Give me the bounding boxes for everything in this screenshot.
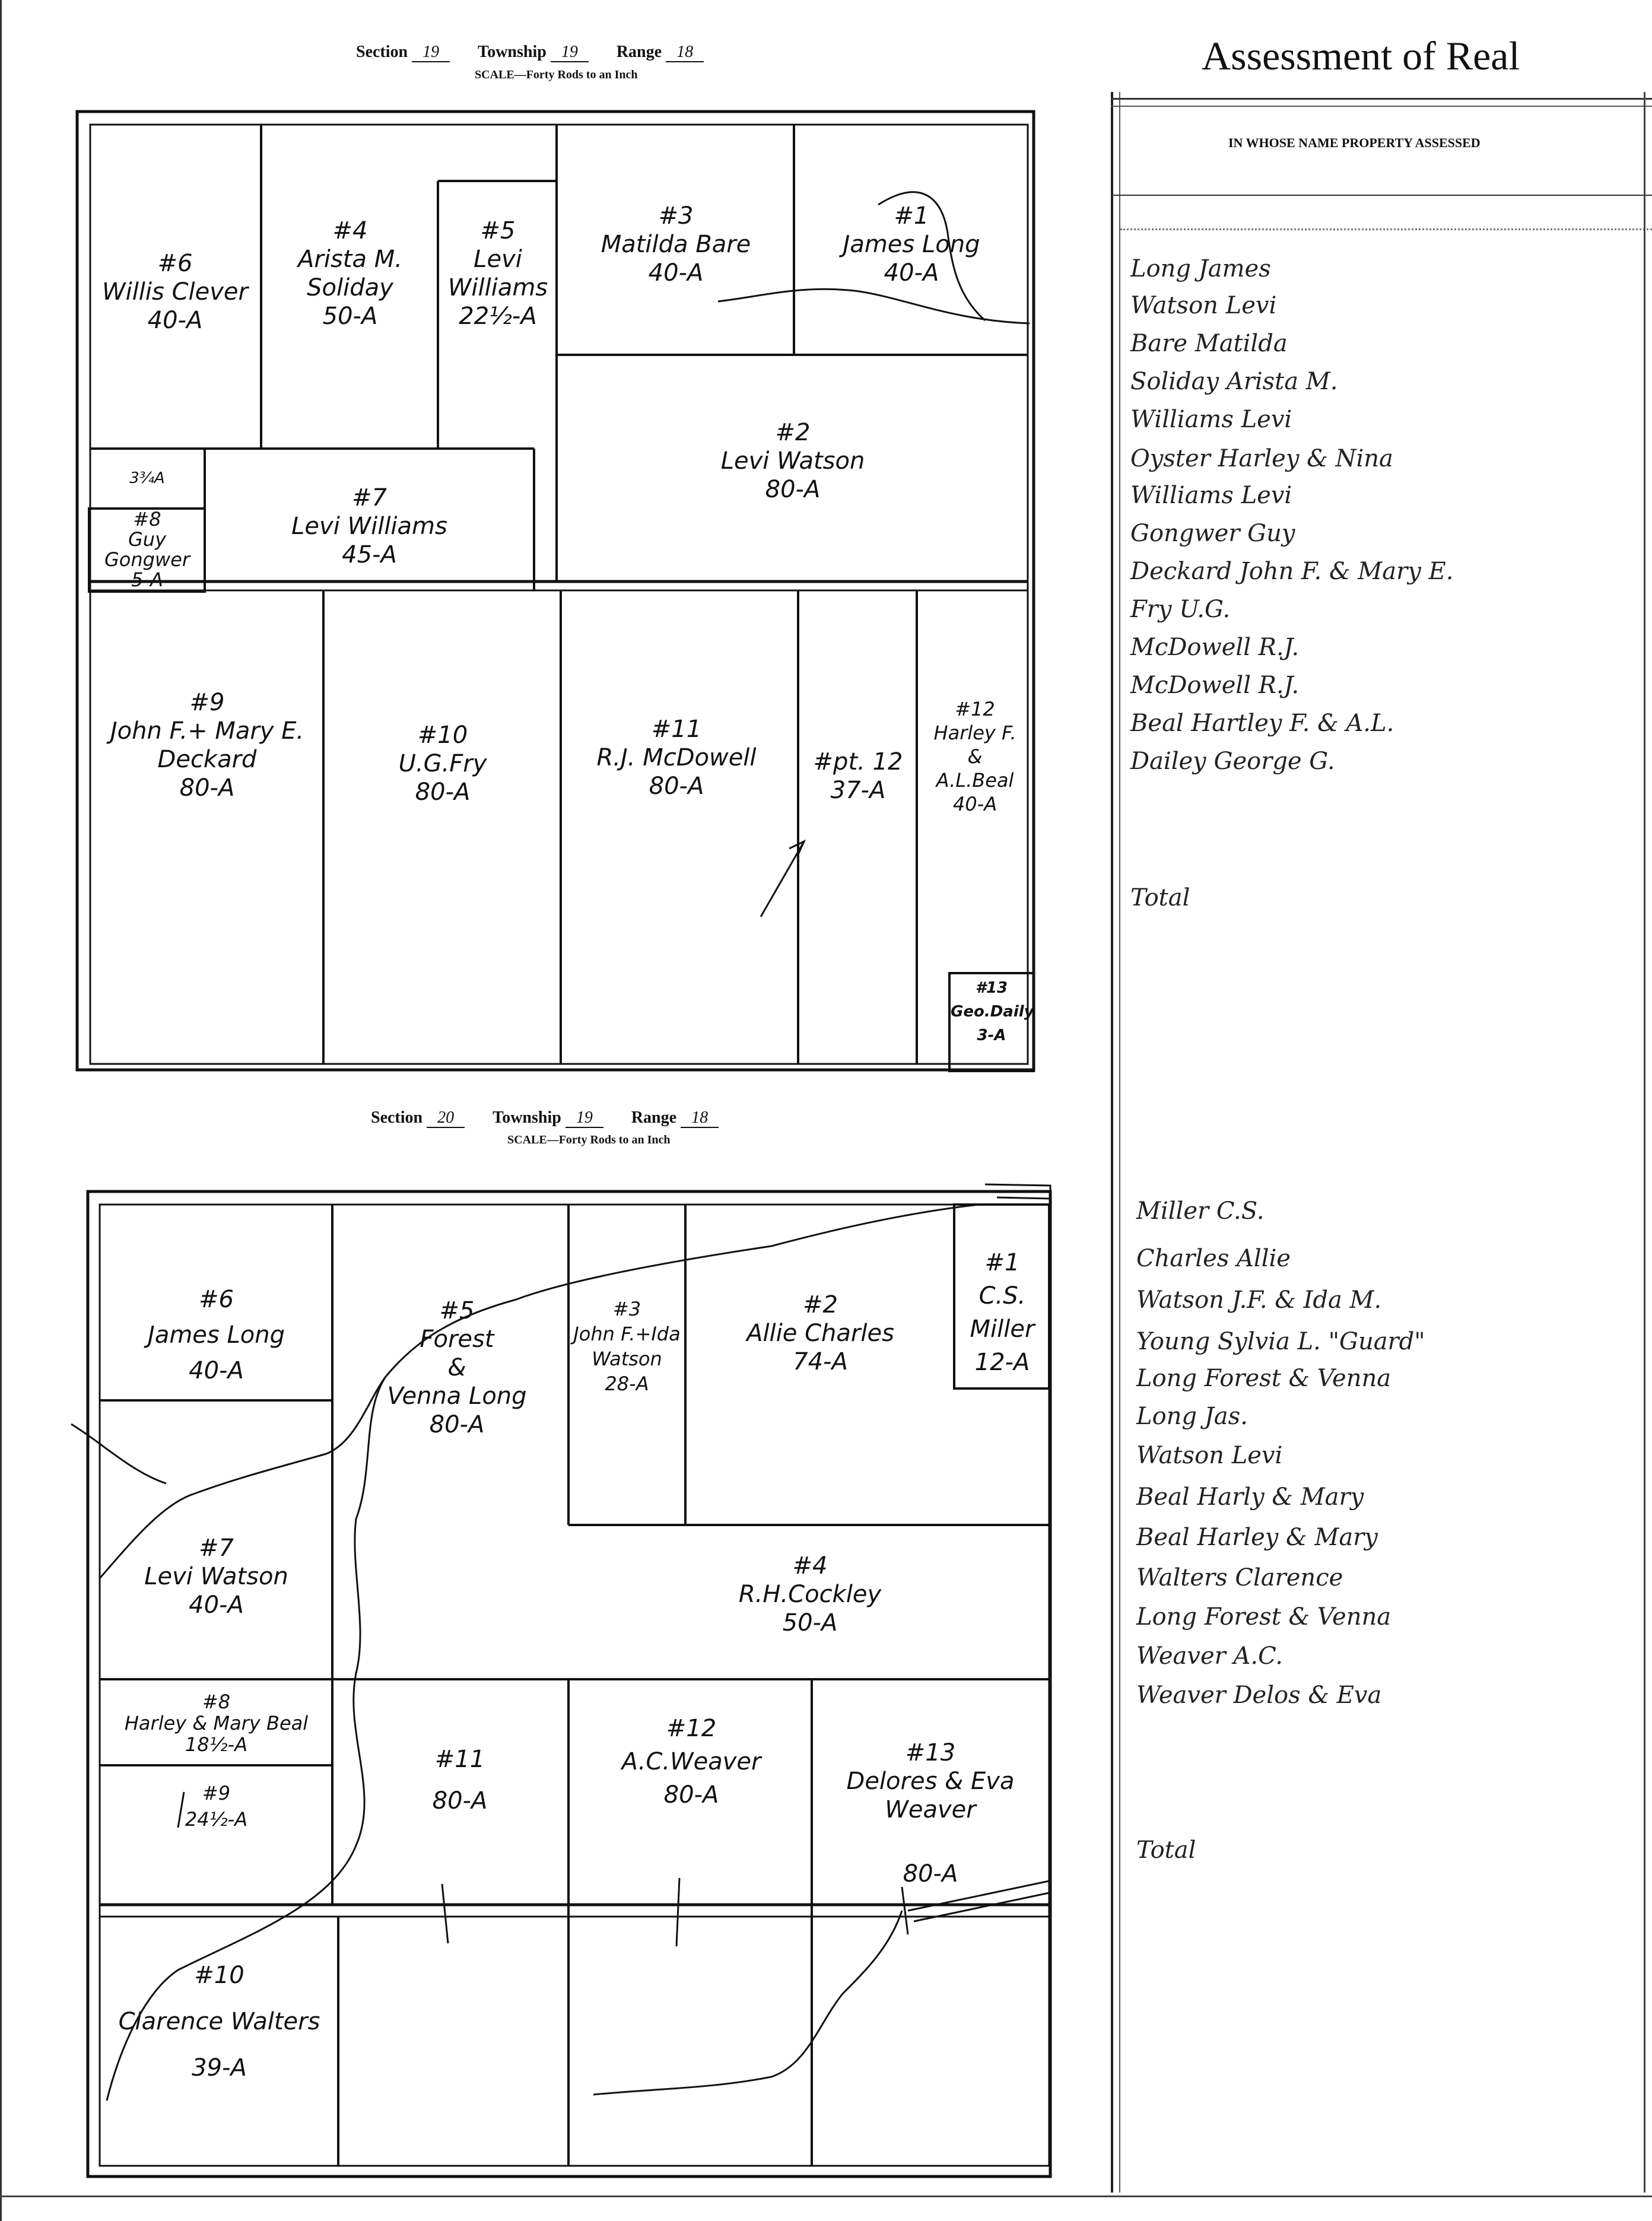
top-parcel-10: #10 U.G.Fry 80-A <box>398 722 487 806</box>
section-value: 20 <box>427 1108 465 1128</box>
bottom-parcel-13: #13 Delores & Eva Weaver 80-A <box>846 1739 1015 1888</box>
ledger-name: Young Sylvia L. "Guard" <box>1136 1328 1425 1355</box>
bottom-parcel-3: #3 John F.+Ida Watson 28-A <box>573 1298 681 1395</box>
ledger-name: Watson Levi <box>1130 292 1277 319</box>
ledger-total: Total <box>1136 1836 1196 1864</box>
ledger-title: Assessment of Real <box>1202 33 1520 78</box>
ledger-name: Long James <box>1130 255 1271 282</box>
top-parcel-pt12: #pt. 12 37-A <box>813 748 903 804</box>
section-value: 19 <box>412 43 450 62</box>
ledger-name: Watson J.F. & Ida M. <box>1136 1286 1382 1314</box>
bottom-parcel-10: #10 Clarence Walters 39-A <box>118 1962 320 2082</box>
ledger-name: Dailey George G. <box>1130 748 1335 775</box>
top-parcel-7: #7 Levi Williams 45-A <box>291 484 447 568</box>
top-parcel-8: #8 Guy Gongwer 5-A <box>104 508 190 591</box>
bottom-parcel-11: #11 80-A <box>432 1746 488 1815</box>
ledger-name: Deckard John F. & Mary E. <box>1130 558 1454 585</box>
page-bottom-edge <box>0 2195 1652 2197</box>
section-label: Section <box>356 43 408 61</box>
ledger-dotted-rule <box>1120 228 1652 230</box>
top-parcel-11: #11 R.J. McDowell 80-A <box>596 716 757 800</box>
ledger-name: Bare Matilda <box>1130 330 1288 357</box>
ledger-right-rule <box>1644 92 1645 2193</box>
ledger-top-rule-2 <box>1111 106 1652 107</box>
ledger-name: Williams Levi <box>1130 482 1292 509</box>
top-parcel-2: #2 Levi Watson 80-A <box>720 419 865 503</box>
ledger-name: Weaver A.C. <box>1136 1642 1283 1670</box>
bottom-parcel-8: #8 Harley & Mary Beal 18½-A <box>124 1691 309 1756</box>
ledger-name: Soliday Arista M. <box>1130 368 1338 395</box>
top-parcel-3: #3 Matilda Bare 40-A <box>601 202 751 287</box>
bottom-parcel-9: #9 24½-A <box>185 1782 248 1831</box>
bottom-map-scale: SCALE—Forty Rods to an Inch <box>507 1133 671 1146</box>
top-parcel-13: #13 Geo.Daily 3-A <box>951 979 1034 1044</box>
ledger-name: Fry U.G. <box>1130 596 1231 623</box>
ledger-left-rule <box>1111 92 1113 2193</box>
township-value: 19 <box>550 43 589 62</box>
ledger-name: Long Jas. <box>1136 1403 1248 1430</box>
bottom-parcel-7: #7 Levi Watson 40-A <box>144 1534 288 1619</box>
range-value: 18 <box>681 1108 719 1128</box>
top-map-header: Section 19 Township 19 Range 18 <box>356 43 1068 62</box>
ledger-name: Miller C.S. <box>1136 1197 1265 1225</box>
ledger-name: Weaver Delos & Eva <box>1136 1682 1382 1709</box>
section-label: Section <box>371 1108 423 1127</box>
range-label: Range <box>631 1108 677 1127</box>
ledger-name: Williams Levi <box>1130 406 1292 433</box>
top-parcel-4: #4 Arista M. Soliday 50-A <box>298 217 402 330</box>
bottom-parcel-12: #12 A.C.Weaver 80-A <box>621 1715 761 1809</box>
top-parcel-8-extra: 3¾A <box>129 469 165 487</box>
ledger-header-rule <box>1111 195 1652 196</box>
bottom-parcel-5: #5 Forest & Venna Long 80-A <box>387 1297 527 1438</box>
ledger-name: Walters Clarence <box>1136 1564 1343 1591</box>
bottom-map-header: Section 20 Township 19 Range 18 <box>371 1108 1083 1128</box>
ledger-name: McDowell R.J. <box>1130 672 1300 699</box>
page-left-edge <box>0 0 2 2221</box>
bottom-parcel-4: #4 R.H.Cockley 50-A <box>738 1552 882 1637</box>
township-label: Township <box>493 1108 561 1127</box>
township-label: Township <box>478 43 547 61</box>
bottom-parcel-2: #2 Allie Charles 74-A <box>746 1291 894 1375</box>
ledger-name: McDowell R.J. <box>1130 634 1300 661</box>
township-value: 19 <box>565 1108 603 1128</box>
ledger-total: Total <box>1130 884 1190 911</box>
top-parcel-6: #6 Willis Clever 40-A <box>102 250 248 334</box>
top-map-scale: SCALE—Forty Rods to an Inch <box>475 68 638 81</box>
ledger-left-rule-2 <box>1119 92 1120 2193</box>
ledger-name: Watson Levi <box>1136 1442 1283 1469</box>
ledger-column-header: IN WHOSE NAME PROPERTY ASSESSED <box>1228 135 1481 150</box>
range-label: Range <box>616 43 662 61</box>
ledger-name: Beal Harly & Mary <box>1136 1483 1364 1511</box>
ledger-name: Beal Hartley F. & A.L. <box>1130 710 1394 737</box>
top-parcel-12: #12 Harley F. & A.L.Beal 40-A <box>933 698 1016 815</box>
ledger-name: Long Forest & Venna <box>1136 1603 1392 1631</box>
bottom-parcel-6: #6 James Long 40-A <box>148 1286 285 1384</box>
ledger-name: Gongwer Guy <box>1130 520 1295 547</box>
top-parcel-9: #9 John F.+ Mary E. Deckard 80-A <box>110 689 304 802</box>
range-value: 18 <box>666 43 704 62</box>
bottom-map-plat <box>71 1183 1052 2178</box>
ledger-name: Oyster Harley & Nina <box>1130 445 1393 472</box>
ledger-name: Long Forest & Venna <box>1136 1365 1392 1392</box>
top-map-plat <box>75 110 1035 1072</box>
bottom-parcel-1: #1 C.S. Miller 12-A <box>970 1249 1035 1376</box>
ledger-name: Beal Harley & Mary <box>1136 1524 1378 1551</box>
top-parcel-1: #1 James Long 40-A <box>843 202 980 287</box>
top-parcel-5: #5 Levi Williams 22½-A <box>447 217 548 330</box>
ledger-top-rule <box>1111 98 1652 100</box>
ledger-name: Charles Allie <box>1136 1245 1291 1272</box>
